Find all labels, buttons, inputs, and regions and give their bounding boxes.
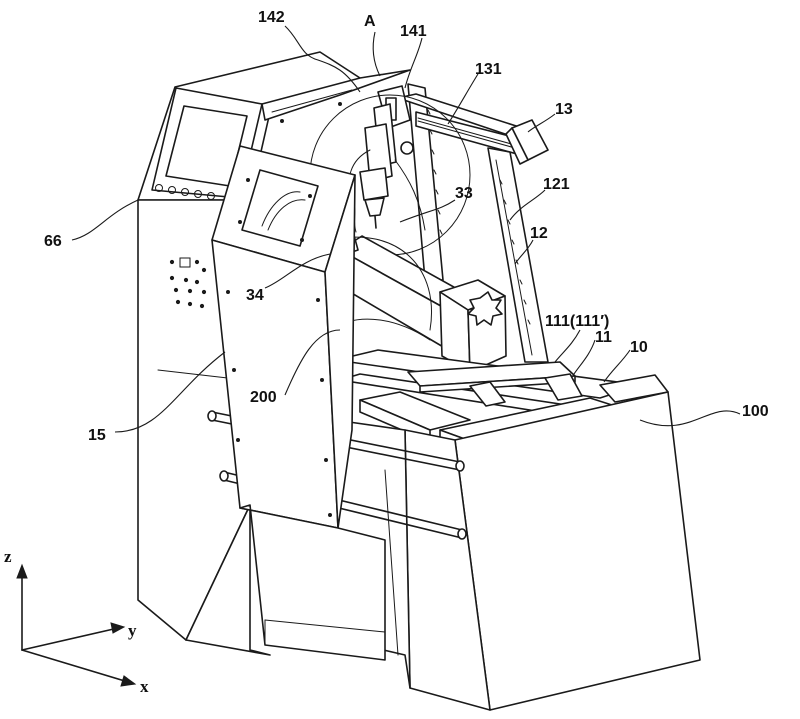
label-34: 34	[246, 287, 264, 304]
label-11: 11	[595, 329, 612, 346]
label-13: 13	[555, 101, 573, 118]
label-100: 100	[742, 403, 769, 420]
label-142: 142	[258, 9, 285, 26]
label-15: 15	[88, 427, 106, 444]
axis-z: z	[4, 547, 12, 566]
label-10: 10	[630, 339, 648, 356]
label-33: 33	[455, 185, 473, 202]
label-131: 131	[475, 61, 502, 78]
coordinate-axes: z y x	[4, 547, 149, 696]
weld-head	[360, 168, 388, 200]
label-111: 111(111′)	[545, 313, 609, 330]
label-12: 12	[530, 225, 548, 242]
label-200: 200	[250, 389, 277, 406]
label-A: A	[364, 13, 376, 30]
label-66: 66	[44, 233, 62, 250]
label-141: 141	[400, 23, 427, 40]
rear-post	[408, 84, 443, 280]
axis-y: y	[128, 621, 137, 640]
label-121: 121	[543, 176, 570, 193]
axis-x: x	[140, 677, 149, 696]
base-cabinet-100	[335, 392, 700, 710]
